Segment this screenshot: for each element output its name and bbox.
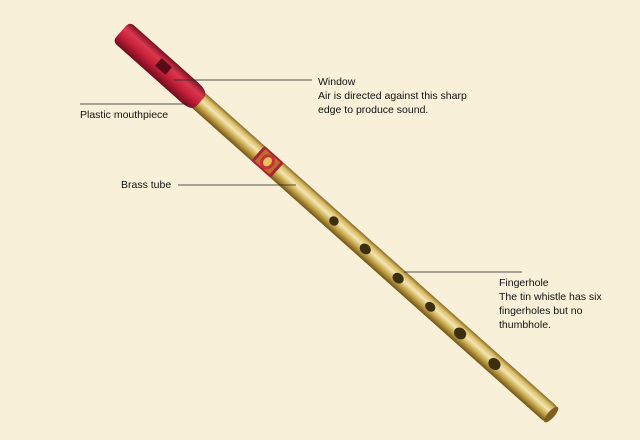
mouthpiece-window — [155, 58, 172, 75]
tube-end — [544, 406, 559, 423]
brass-tube — [188, 90, 557, 421]
fingerhole — [392, 272, 404, 284]
fingerhole — [329, 216, 339, 226]
fingerhole-description-line-3: thumbhole. — [499, 319, 551, 331]
window-description-line-2: edge to produce sound. — [318, 104, 429, 116]
fingerhole-description-line-1: The tin whistle has six — [499, 291, 602, 303]
fingerhole — [425, 301, 436, 312]
window-description-line-1: Air is directed against this sharp — [318, 90, 467, 102]
tube-annotation: Brass tube — [121, 178, 171, 192]
tube-title: Brass tube — [121, 179, 172, 191]
fingerholes — [329, 216, 501, 370]
fingerhole-description-line-2: fingerholes but no — [499, 305, 583, 317]
mouthpiece-annotation: Plastic mouthpiece — [80, 108, 168, 122]
window-annotation: Window Air is directed against this shar… — [318, 75, 467, 117]
fingerhole-title: Fingerhole — [499, 277, 549, 289]
fingerhole-annotation: Fingerhole The tin whistle has six finge… — [499, 276, 602, 332]
tube-label-band — [251, 146, 284, 178]
fingerhole — [359, 243, 371, 255]
mouthpiece-title: Plastic mouthpiece — [80, 109, 169, 121]
window-title: Window — [318, 76, 356, 88]
fingerhole — [488, 358, 501, 370]
fingerhole — [454, 327, 467, 340]
